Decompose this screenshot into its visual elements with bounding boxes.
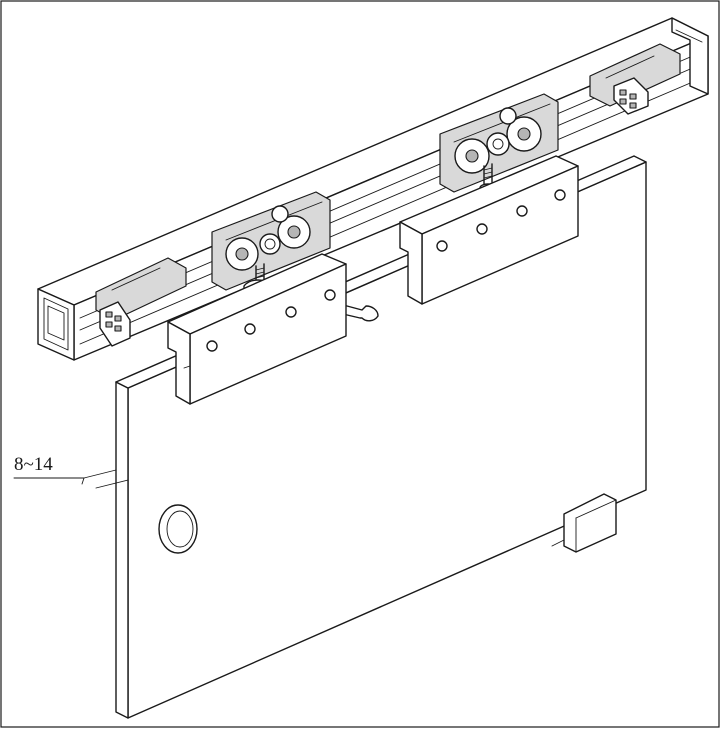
end-stopper-left (95, 257, 187, 347)
roller-carriage-left (211, 191, 331, 291)
door-clamp-bracket-left (167, 253, 347, 405)
thickness-dimension-label: 8~14 (14, 454, 53, 475)
flush-pull-handle (158, 504, 198, 554)
thickness-dimension: 8~14 (13, 454, 129, 489)
roller-carriage-right (439, 93, 559, 193)
door-clamp-bracket-right (399, 155, 579, 305)
end-stopper-right (589, 43, 681, 115)
floor-guide (551, 493, 617, 553)
